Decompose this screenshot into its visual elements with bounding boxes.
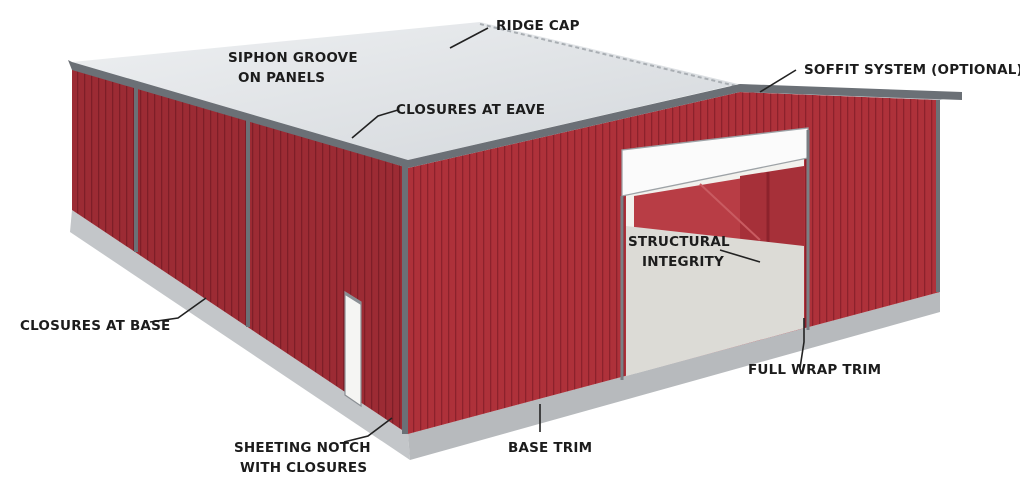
labels: RIDGE CAP SIPHON GROOVE ON PANELS SOFFIT… <box>20 18 1020 476</box>
label-sheeting-notch: SHEETING NOTCH WITH CLOSURES <box>234 440 376 476</box>
label-full-wrap-trim: FULL WRAP TRIM <box>748 362 881 378</box>
overhead-door-opening <box>620 127 810 380</box>
label-closures-base: CLOSURES AT BASE <box>20 318 170 334</box>
label-structural-line1: STRUCTURAL <box>628 234 730 250</box>
label-ridge-cap: RIDGE CAP <box>496 18 580 34</box>
left-wall <box>72 66 408 434</box>
label-structural-line2: INTEGRITY <box>642 254 724 270</box>
label-siphon-groove-line2: ON PANELS <box>238 70 325 86</box>
label-siphon-groove-line1: SIPHON GROOVE <box>228 50 358 66</box>
label-structural-integrity: STRUCTURAL INTEGRITY <box>628 234 735 270</box>
label-sheeting-line1: SHEETING NOTCH <box>234 440 371 456</box>
label-closures-eave: CLOSURES AT EAVE <box>396 102 545 118</box>
leader-lines <box>149 27 805 443</box>
base-slab <box>70 210 940 460</box>
roof <box>68 22 962 168</box>
label-base-trim: BASE TRIM <box>508 440 592 456</box>
label-soffit-system: SOFFIT SYSTEM (OPTIONAL) <box>804 62 1020 78</box>
label-sheeting-line2: WITH CLOSURES <box>240 460 367 476</box>
walk-door <box>344 290 362 408</box>
label-siphon-groove: SIPHON GROOVE ON PANELS <box>228 50 363 86</box>
